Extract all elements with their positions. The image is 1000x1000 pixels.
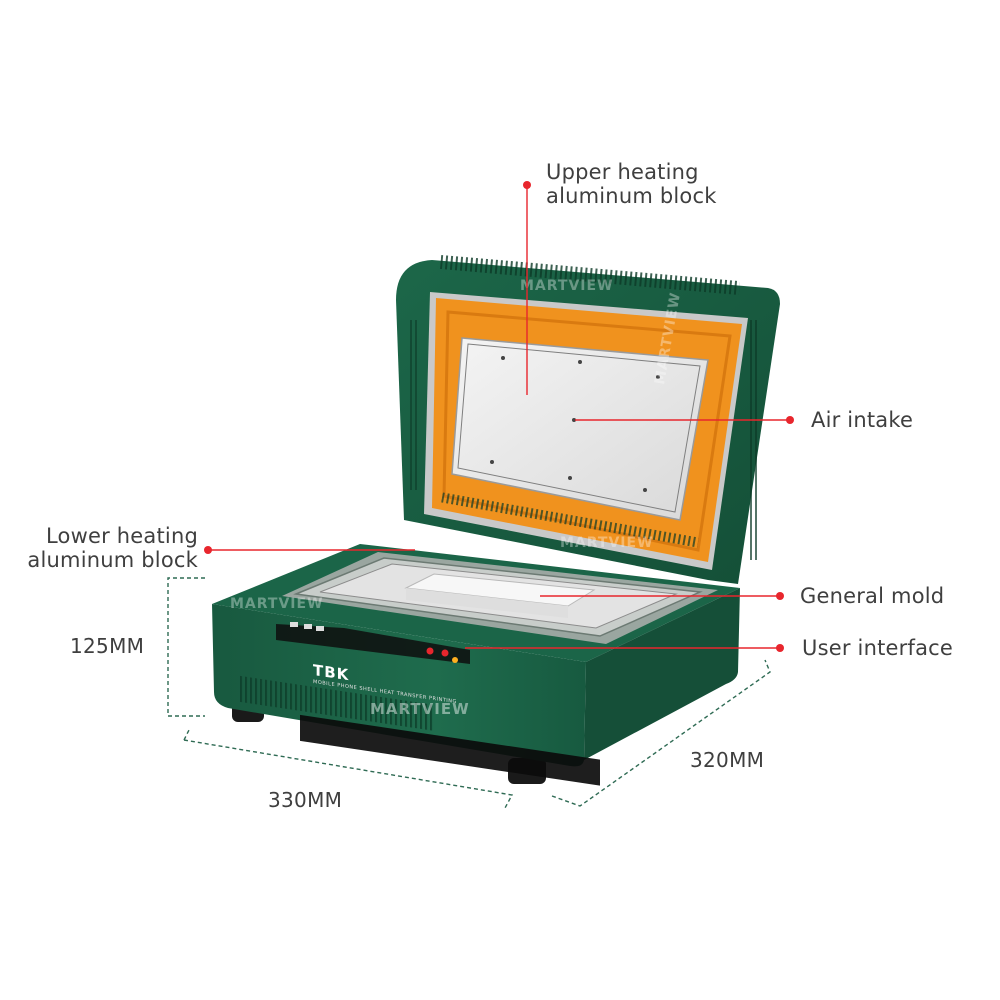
base <box>212 544 740 786</box>
watermark-4: MARTVIEW <box>230 596 324 612</box>
label-user-interface: User interface <box>802 636 953 660</box>
dimension-guides <box>167 577 771 809</box>
label-upper-heating: Upper heating aluminum block <box>546 160 717 208</box>
lid <box>396 254 780 584</box>
label-air-intake: Air intake <box>811 408 914 432</box>
watermark-5: MARTVIEW <box>370 700 470 718</box>
guide-height <box>167 577 205 717</box>
guide-depth <box>551 659 771 807</box>
callout-dot-upper-heating <box>523 181 531 189</box>
callout-dot-general-mold <box>776 592 784 600</box>
dimension-depth: 320MM <box>690 748 765 772</box>
label-general-mold: General mold <box>800 584 945 608</box>
label-lower-heating: Lower heating aluminum block <box>27 524 198 572</box>
dimension-width: 330MM <box>268 788 343 812</box>
watermark-1: MARTVIEW <box>520 278 614 294</box>
guide-width <box>183 739 514 809</box>
callout-dot-lower-heating <box>204 546 212 554</box>
watermark-3: MARTVIEW <box>560 535 654 551</box>
callout-dot-air-intake <box>786 416 794 424</box>
dimension-height: 125MM <box>70 634 145 658</box>
callout-dot-user-interface <box>776 644 784 652</box>
